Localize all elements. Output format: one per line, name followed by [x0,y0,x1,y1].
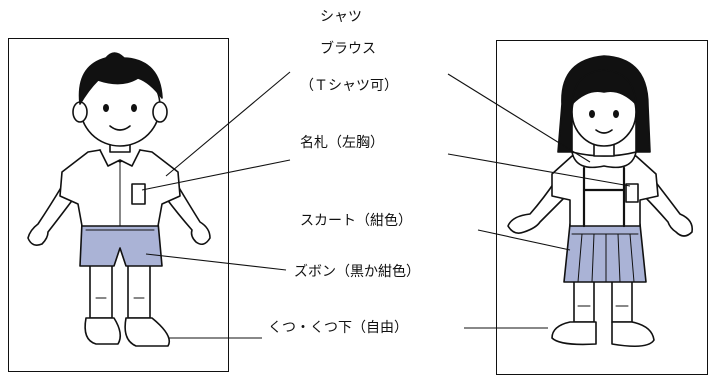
leader-lines [141,71,631,339]
label-pants: ズボン（黒か紺色） [294,264,420,280]
boy-left-shoe [84,317,122,345]
girl-left-shoe [551,321,597,346]
girl-name-tag [625,183,639,203]
leader-blouse [447,73,591,163]
leader-pants [145,253,287,271]
girl-right-shoe [611,321,655,348]
boy-name-tag [131,183,146,205]
boy-right-shoe [124,317,171,347]
leader-nametag-girl [447,153,631,187]
boy-illustration [27,52,211,347]
label-blouse: ブラウス [320,41,376,57]
label-skirt: スカート（紺色） [300,213,412,229]
label-tshirt-ok: （Ｔシャツ可） [300,78,398,94]
boy-hair [78,52,163,105]
boy-right-leg [127,261,151,319]
boy-right-arm [165,185,211,246]
leader-shirt [165,71,291,177]
label-shirt: シャツ [320,9,362,25]
boy-pants [79,221,163,267]
boy-left-arm [27,185,75,246]
label-shoes-socks: くつ・くつ下（自由） [268,320,408,336]
leader-nametag-boy [141,159,291,191]
girl-illustration [507,55,694,348]
boy-left-leg [89,261,113,319]
leader-skirt [477,229,571,251]
girl-right-leg [611,279,633,323]
girl-left-leg [573,279,595,323]
boy-collar [99,149,141,167]
label-nametag: 名札（左胸） [300,135,384,151]
